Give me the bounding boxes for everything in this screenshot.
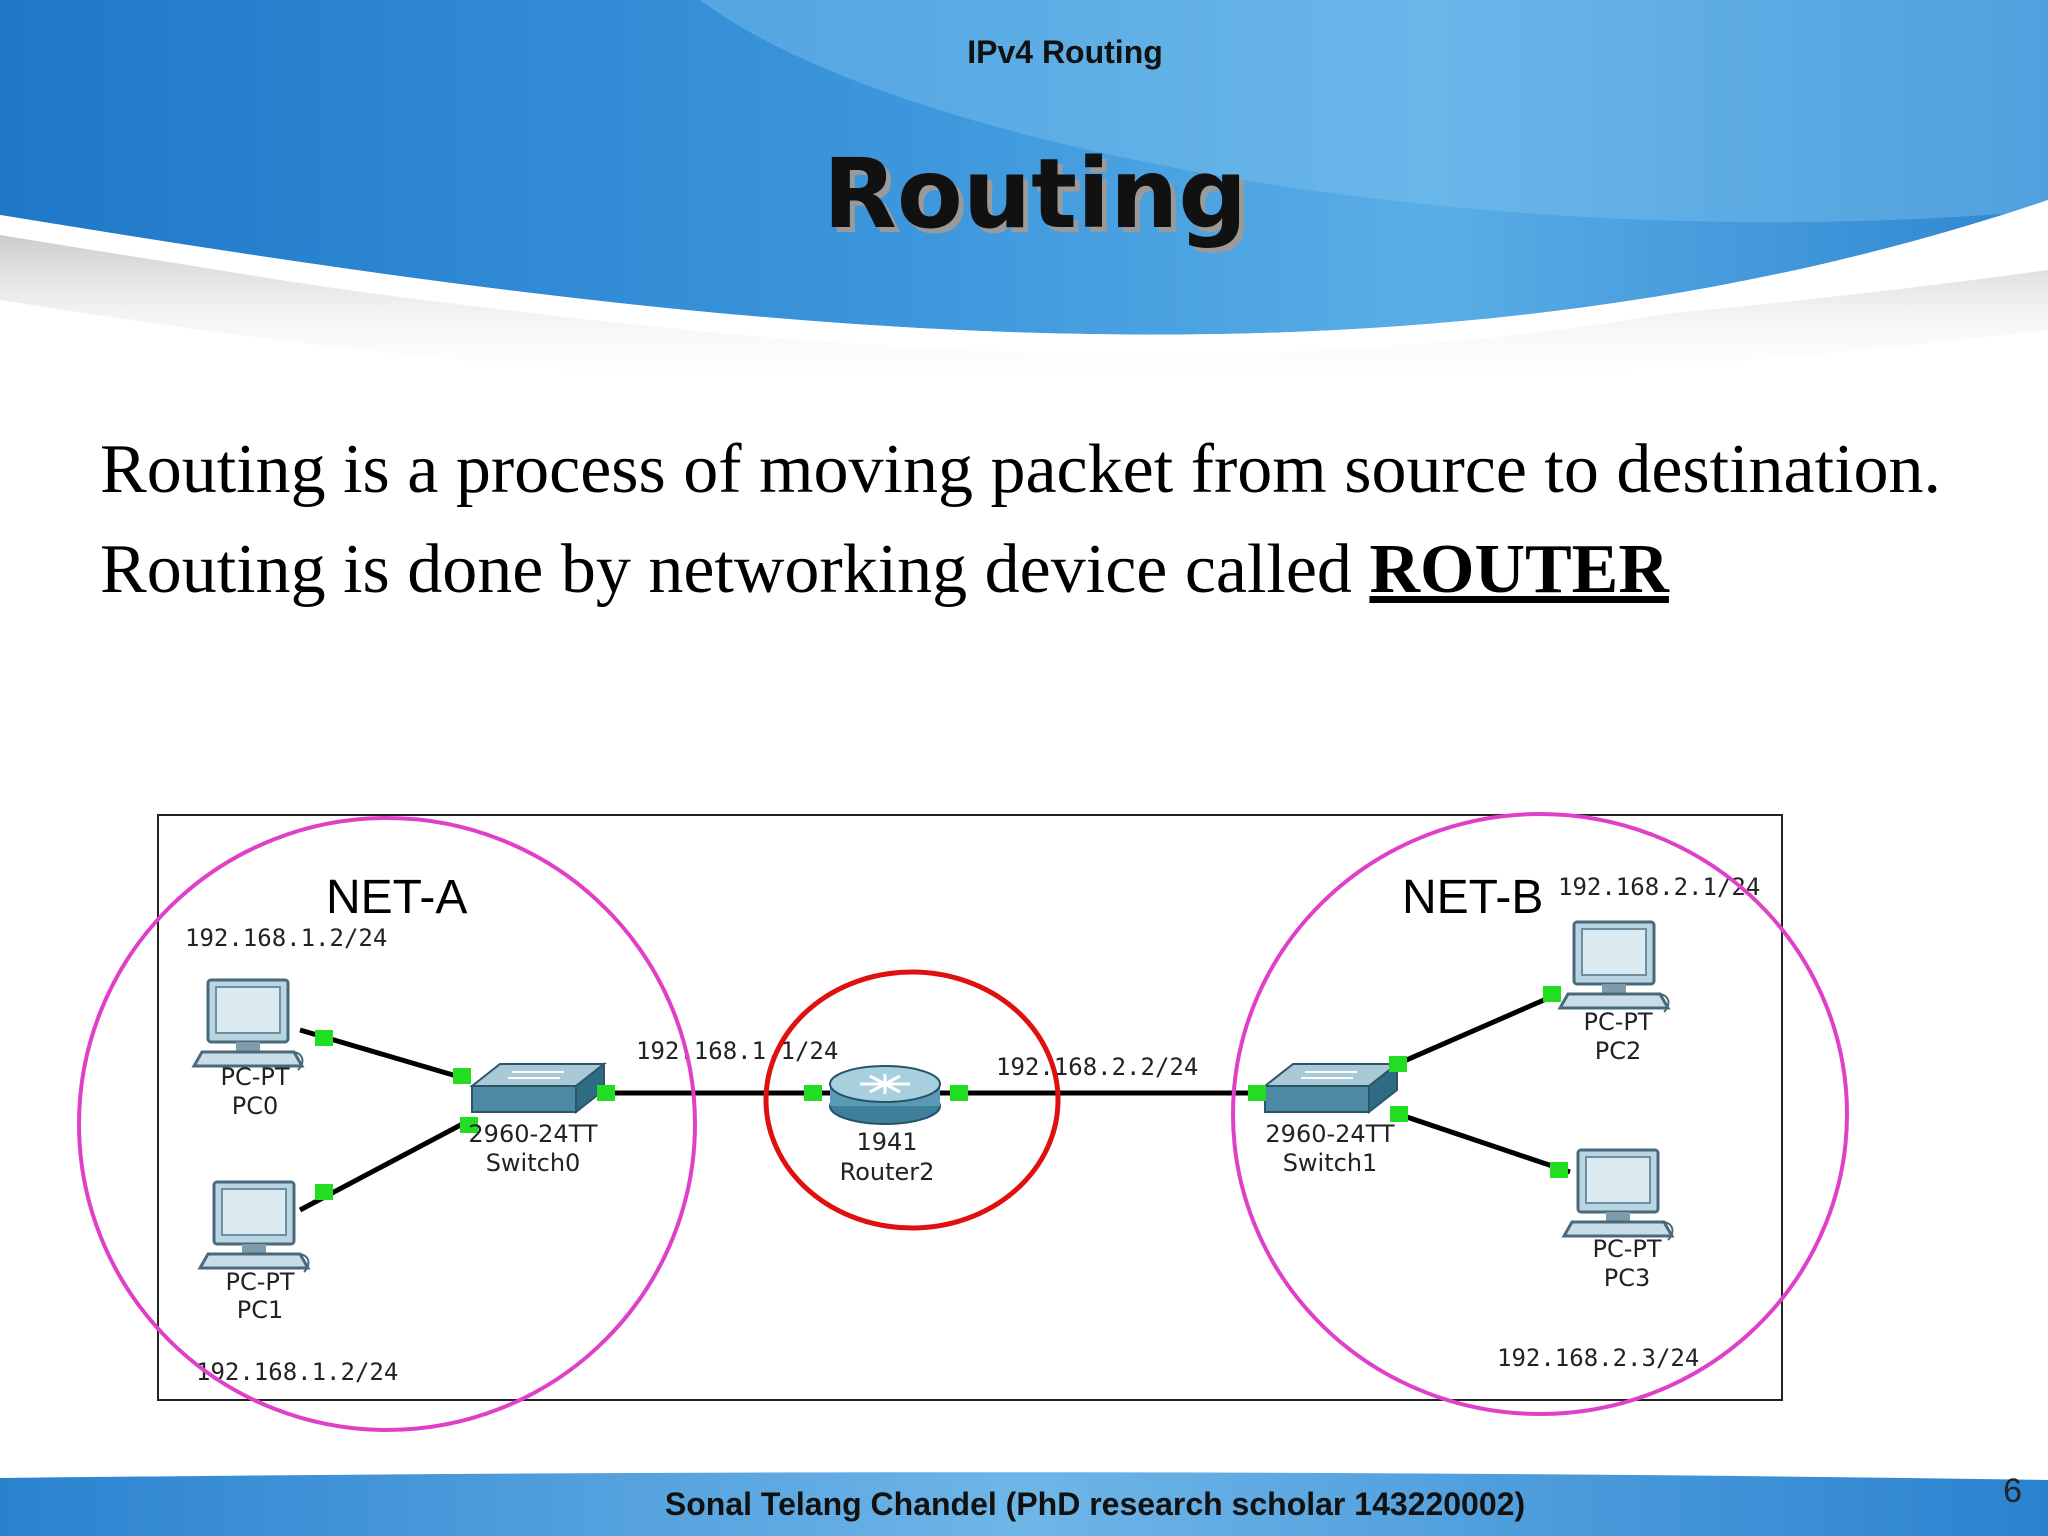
net-b-label: NET-B [1402, 871, 1543, 924]
port-indicators [315, 986, 1568, 1200]
header-title: IPv4 Routing [967, 34, 1163, 70]
switch1-name-label: Switch1 [1283, 1149, 1378, 1177]
router-type-label: 1941 [856, 1128, 917, 1156]
body-line-2-text: Routing is done by networking device cal… [100, 531, 1370, 608]
pc1-name-label: PC1 [237, 1296, 284, 1324]
switch0-type-label: 2960-24TT [468, 1120, 598, 1148]
switch1-type-label: 2960-24TT [1265, 1120, 1395, 1148]
net-b-circle [1231, 812, 1849, 1416]
pc3-type-label: PC-PT [1592, 1235, 1661, 1263]
pc1-icon [198, 1180, 310, 1274]
body-line-1: Routing is a process of moving packet fr… [100, 431, 1942, 508]
pc1-type-label: PC-PT [225, 1268, 294, 1296]
pc2-type-label: PC-PT [1583, 1008, 1652, 1036]
pc2-name-label: PC2 [1595, 1037, 1642, 1065]
switch0-name-label: Switch0 [486, 1149, 581, 1177]
router-left-ip-label: 192.168.1.1/24 [636, 1037, 838, 1065]
pc3-icon [1562, 1148, 1674, 1242]
page-number: 6 [2003, 1472, 2022, 1510]
body-line-2: Routing is done by networking device cal… [100, 530, 1669, 610]
router-icon [828, 1064, 942, 1126]
pc3-name-label: PC3 [1604, 1264, 1651, 1292]
pc0-type-label: PC-PT [220, 1063, 289, 1091]
pc2-icon [1558, 920, 1670, 1014]
pc0-ip-label: 192.168.1.2/24 [185, 924, 387, 952]
router-right-ip-label: 192.168.2.2/24 [996, 1053, 1198, 1081]
link-switch1-pc2 [1394, 990, 1561, 1068]
footer-author: Sonal Telang Chandel (PhD research schol… [664, 1486, 1526, 1522]
net-a-label: NET-A [326, 871, 467, 924]
router-circle [763, 969, 1061, 1231]
link-switch1-pc3 [1394, 1110, 1571, 1175]
slide-title: Routing [822, 138, 1248, 250]
pc3-ip-label: 192.168.2.3/24 [1497, 1344, 1699, 1372]
switch1-icon [1264, 1063, 1398, 1113]
pc0-name-label: PC0 [232, 1092, 279, 1120]
header-wave-background [0, 0, 2048, 391]
pc1-ip-label: 192.168.1.2/24 [196, 1358, 398, 1386]
diagram-frame [157, 814, 1783, 1401]
network-diagram: PC-PT PC0 PC-PT PC1 2960-24TT Switch0 19… [77, 812, 1849, 1432]
net-a-circle [77, 816, 697, 1432]
router-emphasis: ROUTER [1369, 531, 1669, 608]
footer-band [0, 1472, 2048, 1536]
switch0-icon [471, 1063, 605, 1113]
pc0-icon [192, 978, 304, 1072]
router-name-label: Router2 [840, 1158, 935, 1186]
